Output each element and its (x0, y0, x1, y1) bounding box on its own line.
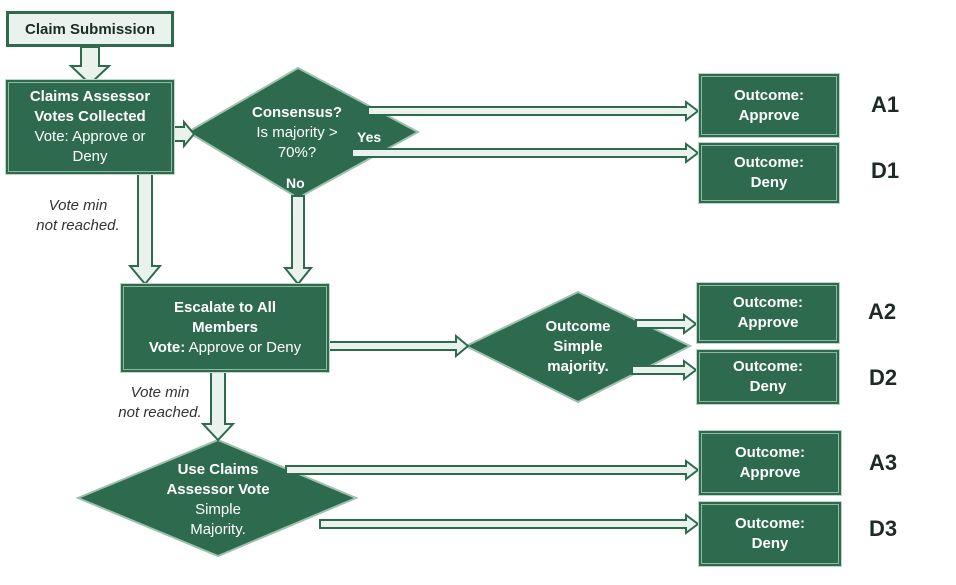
arrow-consensus-no-to-escalate (282, 195, 314, 286)
code-D2: D2 (869, 365, 898, 390)
escalate-line2: Members (192, 319, 258, 336)
consensus-yes-label: Yes (357, 129, 382, 145)
arrow-simple-to-A2 (635, 313, 698, 335)
outcome-D2-node: Outcome: Deny (697, 350, 839, 404)
arrow-simple-to-D2 (631, 359, 698, 381)
escalate-node: Escalate to All Members Vote: Approve or… (121, 284, 329, 372)
escalate-vote-label: Vote: (148, 339, 186, 356)
arrow-consensus-to-A1 (367, 100, 700, 122)
code-A3: A3 (869, 450, 898, 475)
vote-min-note-1-line1: Vote min (48, 197, 108, 214)
consensus-text: Consensus? Is majority > 70%? (226, 102, 368, 164)
vote-min-note-1: Vote min not reached. (22, 196, 134, 236)
simple-majority-line3: majority. (547, 358, 609, 375)
outcome-A2-line1: Outcome: (732, 294, 803, 311)
outcome-D2-line1: Outcome: (732, 358, 803, 375)
code-A2: A2 (868, 299, 897, 324)
arrow-start-to-assessor (68, 46, 112, 86)
use-assessor-line3: Simple (195, 501, 241, 518)
code-A1: A1 (871, 92, 900, 117)
arrow-assessor-to-consensus (173, 119, 196, 149)
outcome-A1-line2: Approve (738, 106, 800, 124)
outcome-A2-line2: Approve (737, 314, 799, 331)
assessor-votes-line2: Votes Collected (34, 108, 146, 125)
code-D3: D3 (869, 516, 898, 541)
escalate-vote-line: Vote: Approve or Deny (149, 338, 301, 358)
arrow-assessor-to-escalate (127, 173, 163, 286)
outcome-A1-line1: Outcome: (733, 86, 804, 104)
claim-submission-node: Claim Submission (6, 11, 174, 47)
arrow-escalate-to-use-assessor (200, 370, 236, 442)
assessor-votes-line3: Vote: Approve or (34, 128, 146, 145)
outcome-A3-line1: Outcome: (734, 444, 805, 461)
assessor-votes-line4: Deny (72, 148, 108, 165)
use-assessor-line1: Use Claims (177, 461, 259, 478)
outcome-D1-node: Outcome: Deny (699, 143, 839, 203)
outcome-D3-line2: Deny (751, 535, 789, 552)
vote-min-note-2: Vote min not reached. (104, 383, 216, 423)
simple-majority-line1: Outcome (545, 318, 611, 335)
consensus-line2: Is majority > (256, 124, 338, 141)
use-assessor-text: Use Claims Assessor Vote Simple Majority… (150, 459, 286, 541)
simple-majority-line2: Simple (553, 338, 603, 355)
outcome-A3-node: Outcome: Approve (699, 431, 841, 495)
use-assessor-line4: Majority. (190, 521, 246, 538)
outcome-D1-line2: Deny (750, 174, 788, 191)
outcome-A2-node: Outcome: Approve (697, 283, 839, 343)
escalate-line1: Escalate to All (174, 299, 276, 316)
vote-min-note-2-line2: not reached. (118, 404, 202, 421)
consensus-line3: 70%? (277, 144, 317, 161)
arrow-escalate-to-simple (327, 333, 470, 359)
arrow-consensus-to-D1 (351, 142, 700, 164)
assessor-votes-node: Claims Assessor Votes Collected Vote: Ap… (6, 80, 174, 174)
outcome-D2-line2: Deny (749, 378, 787, 395)
arrow-use-assessor-to-D3 (319, 513, 700, 535)
escalate-vote-text: Approve or Deny (185, 339, 302, 356)
consensus-no-label: No (286, 175, 305, 191)
outcome-D1-line1: Outcome: (733, 154, 804, 171)
outcome-D3-line1: Outcome: (734, 515, 805, 532)
simple-majority-text: Outcome Simple majority. (518, 316, 638, 378)
vote-min-note-1-line2: not reached. (36, 217, 120, 234)
outcome-A1-node: Outcome: Approve (699, 74, 839, 137)
code-D1: D1 (871, 158, 900, 183)
assessor-votes-line1: Claims Assessor (29, 88, 151, 105)
consensus-title: Consensus? (251, 104, 342, 121)
arrow-use-assessor-to-A3 (285, 459, 700, 481)
use-assessor-line2: Assessor Vote (166, 481, 270, 498)
outcome-A3-line2: Approve (739, 464, 801, 481)
outcome-D3-node: Outcome: Deny (699, 502, 841, 566)
claim-submission-label: Claim Submission (24, 20, 156, 38)
vote-min-note-2-line1: Vote min (130, 384, 190, 401)
